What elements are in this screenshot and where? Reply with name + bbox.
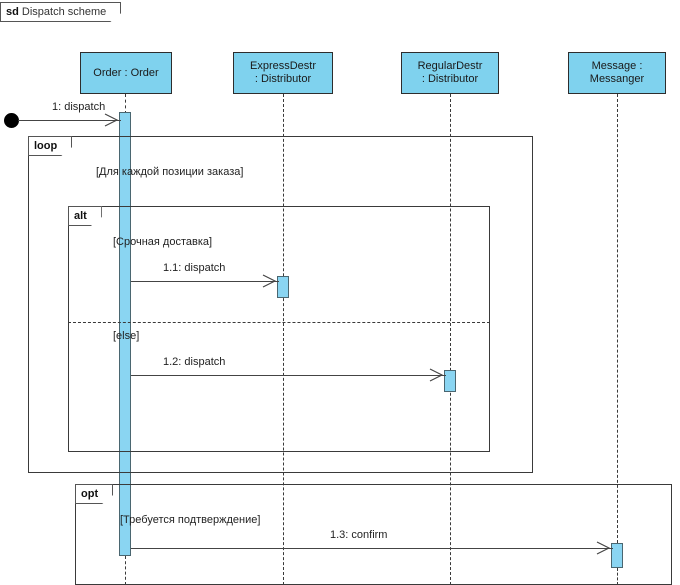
activation-messenger[interactable]: [611, 543, 623, 568]
lifeline-label-regulardestr-line1: RegularDestr: [417, 60, 483, 72]
diagram-kind-keyword: sd: [6, 6, 19, 18]
message-1-1-line[interactable]: [131, 281, 279, 282]
lifeline-head-regulardestr[interactable]: RegularDestr : Distributor: [401, 52, 499, 94]
message-1-3-line[interactable]: [131, 548, 613, 549]
message-1-3-arrowhead: [596, 541, 610, 555]
fragment-opt-operator-tag: opt: [75, 484, 113, 504]
activation-expressdestr[interactable]: [277, 276, 289, 298]
lifeline-regulardestr: [450, 94, 451, 585]
lifeline-messenger: [617, 94, 618, 543]
message-1-3-label: 1.3: confirm: [330, 529, 388, 541]
message-1-2-arrowhead: [429, 368, 443, 382]
fragment-opt-operator: opt: [81, 488, 99, 500]
lifeline-label-messenger-line2: Messanger: [589, 73, 645, 85]
fragment-alt-operator-tag: alt: [68, 206, 102, 226]
fragment-opt-guard: [Требуется подтверждение]: [120, 514, 261, 526]
fragment-loop-operator-tag: loop: [28, 136, 72, 156]
found-message-start-dot: [4, 113, 19, 128]
lifeline-head-order[interactable]: Order : Order: [80, 52, 172, 94]
message-1-1-arrowhead: [262, 274, 276, 288]
message-1-label: 1: dispatch: [52, 101, 106, 113]
lifeline-label-order-line1: Order : Order: [93, 66, 159, 79]
message-1-line[interactable]: [18, 120, 121, 121]
lifeline-label-expressdestr-line1: ExpressDestr: [249, 60, 317, 72]
fragment-alt-guard: [Срочная доставка]: [113, 236, 213, 248]
lifeline-label-regulardestr-line2: : Distributor: [421, 73, 479, 85]
fragment-alt-operator: alt: [74, 210, 87, 222]
fragment-alt-operand-divider: [68, 322, 490, 323]
lifeline-expressdestr: [283, 94, 284, 585]
message-1-2-label: 1.2: dispatch: [163, 356, 226, 368]
diagram-frame-label: sd Dispatch scheme: [0, 2, 121, 22]
lifeline-label-messenger-line1: Message :: [591, 60, 643, 72]
lifeline-order: [125, 94, 126, 114]
lifeline-head-messenger[interactable]: Message : Messanger: [568, 52, 666, 94]
diagram-name: Dispatch scheme: [21, 6, 107, 18]
fragment-loop-operator: loop: [34, 140, 58, 152]
activation-regulardestr[interactable]: [444, 370, 456, 392]
message-1-arrowhead: [104, 113, 118, 127]
lifeline-head-expressdestr[interactable]: ExpressDestr : Distributor: [233, 52, 333, 94]
fragment-loop[interactable]: [28, 136, 533, 473]
fragment-alt-else-guard: [else]: [113, 330, 140, 342]
lifeline-messenger-tail: [617, 568, 618, 585]
fragment-alt[interactable]: [68, 206, 490, 452]
message-1-1-label: 1.1: dispatch: [163, 262, 226, 274]
lifeline-label-expressdestr-line2: : Distributor: [254, 73, 312, 85]
message-1-2-line[interactable]: [131, 375, 446, 376]
fragment-loop-guard: [Для каждой позиции заказа]: [96, 166, 244, 178]
activation-order[interactable]: [119, 112, 131, 556]
lifeline-order-tail: [125, 556, 126, 585]
